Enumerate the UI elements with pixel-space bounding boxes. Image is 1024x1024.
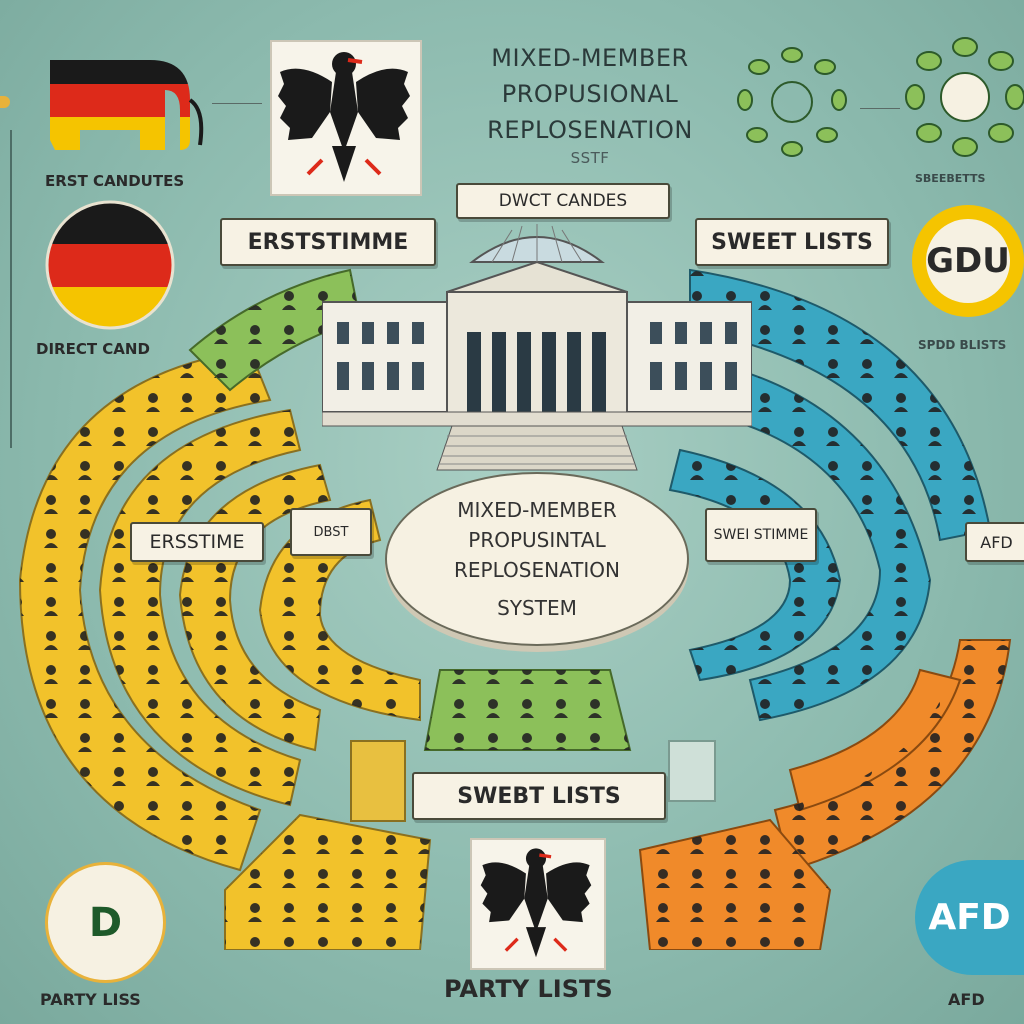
- pillar-left: [350, 740, 406, 822]
- dwct-candes-label: DWCT CANDES: [456, 183, 670, 219]
- title-line-3: REPLOSENATION: [487, 116, 693, 144]
- german-flag-circle-icon: [45, 200, 175, 330]
- center-line-3: REPLOSENATION: [453, 558, 620, 582]
- party-lists-center-label: PARTY LISTS: [444, 975, 613, 1003]
- eagle-icon-bottom: [480, 848, 592, 958]
- parliament-seating: [18, 268, 1012, 950]
- party-liss-label: PARTY LISS: [40, 990, 141, 1009]
- title-line-2: PROPUSIONAL: [501, 80, 679, 108]
- main-title: MIXED-MEMBER PROPUSIONAL REPLOSENATION S…: [440, 40, 740, 168]
- left-edge-dot: [0, 96, 10, 108]
- elephant-flag-icon: [50, 60, 204, 150]
- seesets-label: SBEEBETTS: [915, 172, 986, 185]
- erstime-mid-label: ERSSTIME: [130, 522, 264, 562]
- erst-candidates-label: ERST CANDUTES: [45, 172, 185, 190]
- center-line-2: PROPUSINTAL: [468, 528, 606, 552]
- title-line-4: SSTF: [570, 149, 610, 167]
- direct-cand-label: DIRECT CAND: [36, 340, 150, 358]
- left-edge-strip: [0, 130, 12, 448]
- erststimme-top-label: ERSTSTIMME: [220, 218, 436, 266]
- title-line-1: MIXED-MEMBER: [491, 44, 689, 72]
- sweet-lists-top-label: SWEET LISTS: [695, 218, 889, 266]
- gdu-logo-text: GDU: [926, 219, 1010, 303]
- afd-party-logo: AFD: [915, 860, 1024, 975]
- spd-lists-label: SPDD BLISTS: [918, 338, 1007, 352]
- connector-line: [212, 103, 262, 104]
- wreath-icon-right: [905, 37, 1024, 157]
- connector-line: [860, 108, 900, 109]
- d-party-logo-text: D: [88, 899, 123, 946]
- afd-bottom-label: AFD: [948, 990, 985, 1009]
- reichstag-building-icon: [322, 224, 752, 471]
- afd-party-logo-text: AFD: [928, 897, 1011, 938]
- center-line-4: SYSTEM: [497, 596, 577, 620]
- swet-stimme-label: SWEI STIMME: [705, 508, 817, 562]
- d-party-logo: D: [45, 862, 166, 983]
- dbst-mid-label: DBST: [290, 508, 372, 556]
- afd-partial-label: AFD: [965, 522, 1024, 562]
- center-system-oval: MIXED-MEMBER PROPUSINTAL REPLOSENATION S…: [385, 472, 689, 646]
- center-line-1: MIXED-MEMBER: [457, 498, 617, 522]
- gdu-logo: GDU: [912, 205, 1024, 317]
- pillar-right: [668, 740, 716, 802]
- sweet-lists-bottom-label: SWEBT LISTS: [412, 772, 666, 820]
- wreath-icon-left: [737, 47, 847, 157]
- eagle-icon: [278, 52, 410, 182]
